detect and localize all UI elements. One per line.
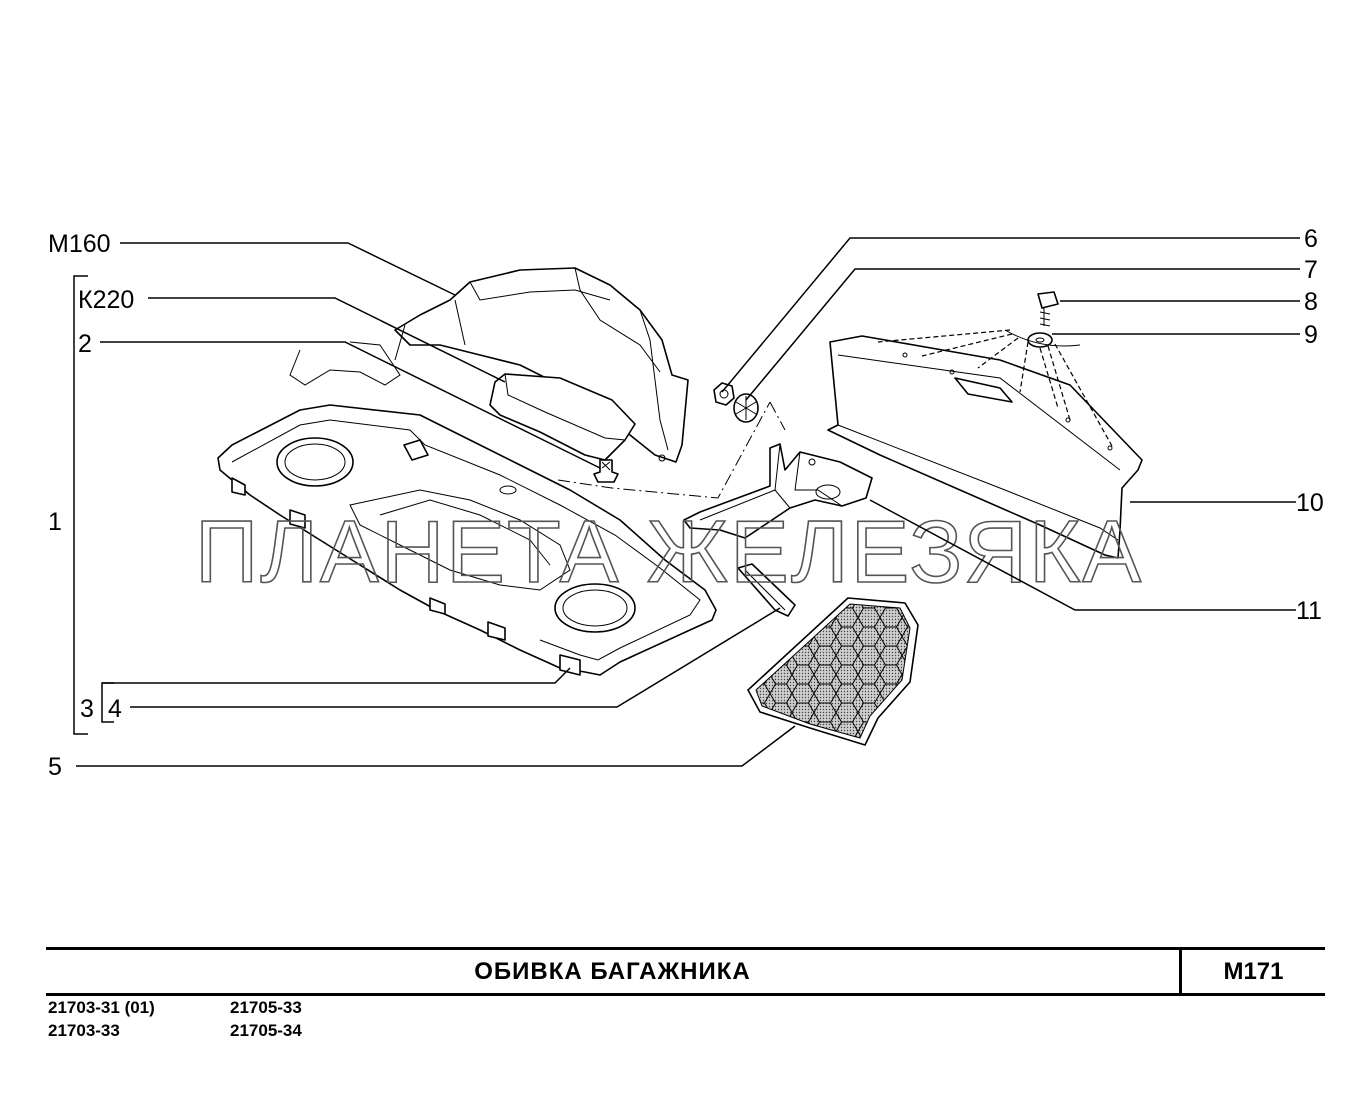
callout-5: 5 [48, 753, 62, 781]
installation-arrows [877, 329, 1113, 447]
page-code: М171 [1223, 958, 1284, 985]
brake-light-housing-drawing [489, 373, 636, 461]
callout-3: 3 [80, 695, 94, 723]
title-block: ОБИВКА БАГАЖНИКА М171 [46, 947, 1325, 996]
trunk-lid-panel-drawing [827, 335, 1143, 559]
model-code: 21705-33 [230, 998, 302, 1017]
bolt-and-washer-drawing [1027, 291, 1059, 348]
trim-strip-drawing [737, 563, 796, 617]
callout-k220: К220 [78, 286, 134, 314]
callout-8: 8 [1304, 288, 1318, 316]
assembly-axis-line [557, 401, 771, 499]
callout-11: 11 [1296, 597, 1322, 625]
callout-10: 10 [1296, 489, 1324, 517]
rear-shelf-drawing [217, 404, 717, 676]
callout-6: 6 [1304, 225, 1318, 253]
leader-lines [73, 237, 1300, 767]
nut-and-washer-drawing [713, 382, 759, 423]
bracket-drawing [683, 443, 873, 539]
model-code: 21705-34 [230, 1021, 302, 1040]
callout-4: 4 [108, 695, 122, 723]
screw-drawing [593, 459, 619, 483]
callout-2: 2 [78, 330, 92, 358]
model-code: 21703-33 [48, 1021, 120, 1040]
callout-m160: М160 [48, 230, 111, 258]
callout-9: 9 [1304, 321, 1318, 349]
diagram-title: ОБИВКА БАГАЖНИКА [474, 958, 751, 985]
callout-1: 1 [48, 508, 62, 536]
callout-7: 7 [1304, 256, 1318, 284]
watermark: ПЛАНЕТА ЖЕЛЕЗЯКА [195, 502, 1143, 601]
title-divider [1179, 950, 1182, 993]
speaker-grille-drawing [747, 597, 919, 746]
model-code: 21703-31 (01) [48, 998, 155, 1017]
